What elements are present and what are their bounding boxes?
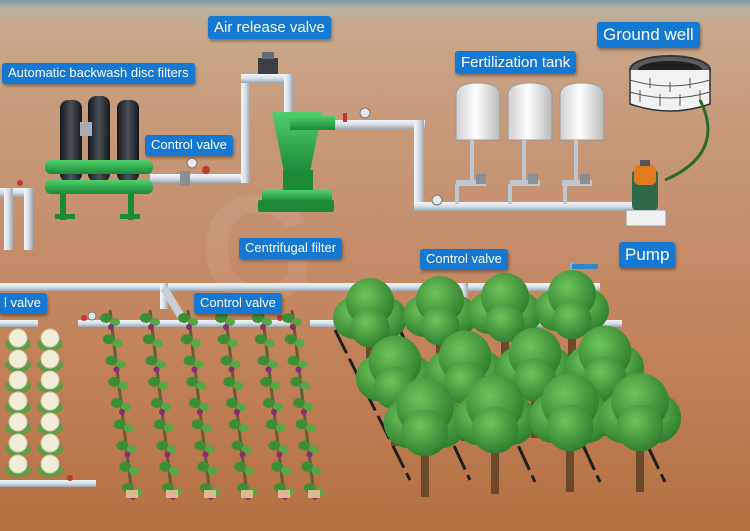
cauliflower-rows: [5, 328, 63, 477]
ground-well-graphic: [629, 55, 711, 182]
cauliflower: [37, 412, 63, 435]
cauliflower: [5, 454, 31, 477]
cauliflower: [5, 433, 31, 456]
control-valve-label-top: Control valve: [145, 135, 233, 156]
grape-vine-row: [282, 309, 324, 500]
disc-filters-graphic: [17, 96, 153, 220]
cauliflower: [5, 349, 31, 372]
grape-vine-row: [215, 309, 257, 500]
fruit-tree: [535, 270, 609, 372]
grape-vine-row: [252, 309, 294, 500]
orchard-trees: [333, 270, 682, 497]
upper-pipes: [0, 74, 639, 250]
fertilization-tank-label: Fertilization tank: [455, 51, 577, 75]
cauliflower: [5, 328, 31, 351]
grape-vine-row: [140, 309, 182, 500]
cauliflower: [37, 433, 63, 456]
cauliflower: [5, 391, 31, 414]
grape-vine-row: [100, 309, 142, 500]
centrifugal-filter-graphic: [258, 112, 335, 212]
control-valve-label-orchard: Control valve: [420, 249, 508, 270]
fruit-tree: [528, 373, 612, 492]
control-valve-graphic: [180, 107, 443, 206]
fruit-tree: [383, 378, 467, 497]
cauliflower: [37, 454, 63, 477]
cauliflower: [37, 370, 63, 393]
cauliflower: [37, 391, 63, 414]
pump-label: Pump: [619, 242, 676, 268]
pump-graphic: [625, 160, 667, 227]
grape-vine-row: [178, 309, 220, 500]
cauliflower: [37, 328, 63, 351]
fruit-tree: [453, 375, 537, 494]
control-valve-label-grapes: Control valve: [194, 293, 282, 314]
ground-well-label: Ground well: [597, 22, 700, 48]
backwash-filters-label: Automatic backwash disc filters: [2, 63, 195, 84]
cauliflower: [5, 370, 31, 393]
air-release-valve-graphic: [258, 52, 278, 74]
left-valve-label-fragment: l valve: [0, 293, 47, 314]
centrifugal-filter-label: Centrifugal filter: [239, 238, 343, 259]
fruit-tree: [495, 327, 575, 438]
grape-rows: [100, 309, 324, 500]
cauliflower: [37, 349, 63, 372]
fertilization-tanks-graphic: [455, 82, 605, 204]
cauliflower: [5, 412, 31, 435]
air-release-valve-label: Air release valve: [208, 16, 331, 40]
fruit-tree: [598, 373, 682, 492]
